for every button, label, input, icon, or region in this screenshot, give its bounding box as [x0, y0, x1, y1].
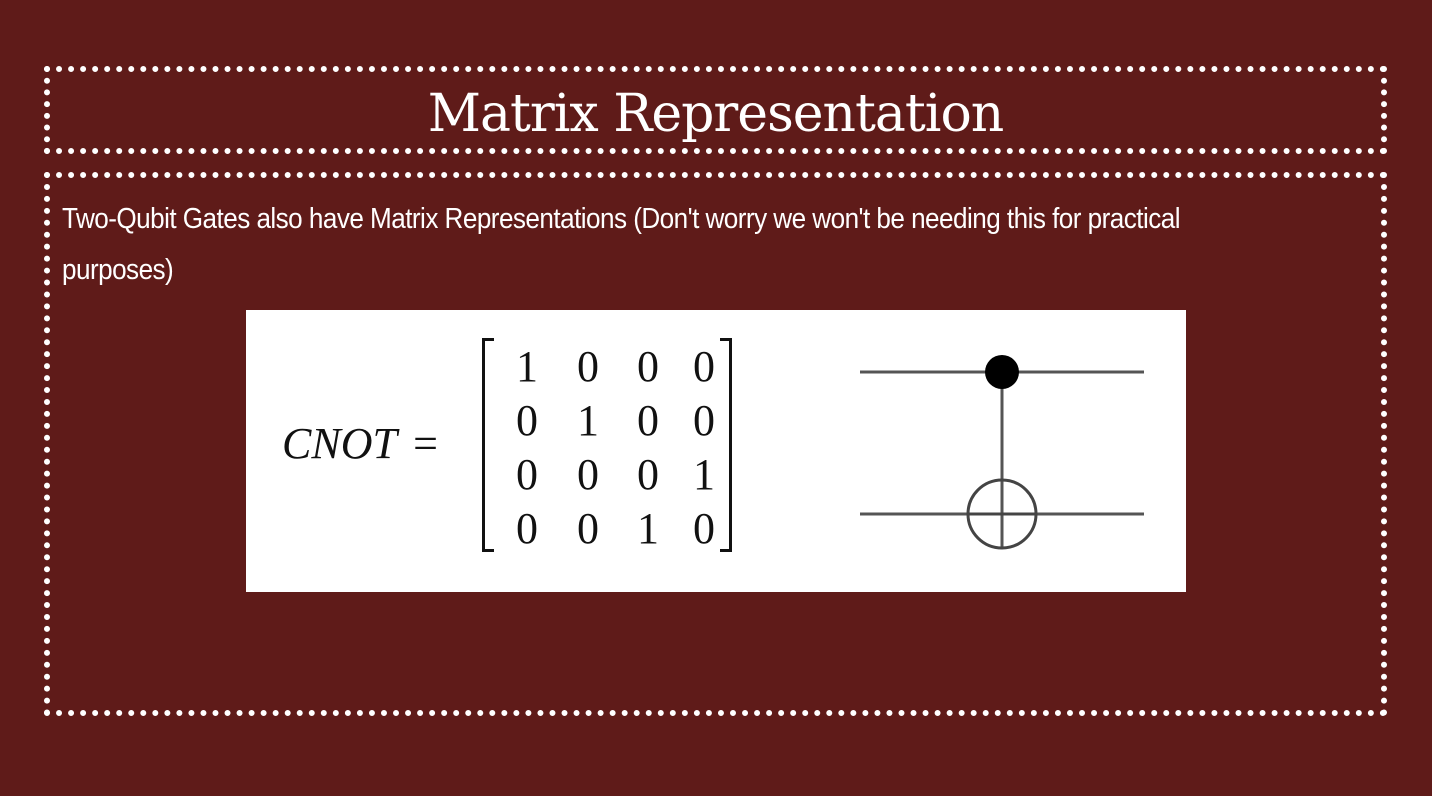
matrix-cell-r3c3: 0 [637, 450, 659, 499]
matrix-cell-r2c3: 0 [637, 396, 659, 445]
matrix-cell-r4c2: 0 [577, 504, 599, 553]
matrix-cell-r3c1: 0 [516, 450, 538, 499]
matrix-cell-r1c4: 0 [693, 342, 715, 391]
matrix-cell-r2c2: 1 [577, 396, 599, 445]
matrix-cell-r1c2: 0 [577, 342, 599, 391]
cnot-label: CNOT = [282, 418, 438, 469]
matrix-cell-r1c3: 0 [637, 342, 659, 391]
body-text: Two-Qubit Gates also have Matrix Represe… [62, 203, 1180, 286]
cnot-matrix: 1 0 0 0 0 1 0 0 0 0 0 1 0 0 1 0 [482, 338, 732, 558]
matrix-cell-r3c2: 0 [577, 450, 599, 499]
title-box: Matrix Representation [44, 66, 1387, 154]
matrix-grid: 1 0 0 0 0 1 0 0 0 0 0 1 0 0 1 0 [496, 340, 730, 556]
matrix-cell-r1c1: 1 [516, 342, 538, 391]
matrix-cell-r2c4: 0 [693, 396, 715, 445]
content-box: Two-Qubit Gates also have Matrix Represe… [44, 172, 1387, 716]
cnot-name: CNOT [282, 419, 397, 468]
matrix-cell-r4c3: 1 [637, 504, 659, 553]
matrix-left-bracket [482, 338, 494, 552]
matrix-cell-r4c4: 0 [693, 504, 715, 553]
cnot-figure: CNOT = 1 0 0 0 0 1 0 0 0 0 0 1 0 0 1 0 [246, 310, 1186, 592]
matrix-cell-r3c4: 1 [693, 450, 715, 499]
cnot-gate-diagram [860, 355, 1144, 550]
matrix-cell-r4c1: 0 [516, 504, 538, 553]
control-dot-icon [985, 355, 1019, 389]
matrix-right-bracket [720, 338, 732, 552]
equals-sign: = [413, 419, 438, 468]
slide-title: Matrix Representation [427, 84, 1005, 144]
matrix-cell-r2c1: 0 [516, 396, 538, 445]
